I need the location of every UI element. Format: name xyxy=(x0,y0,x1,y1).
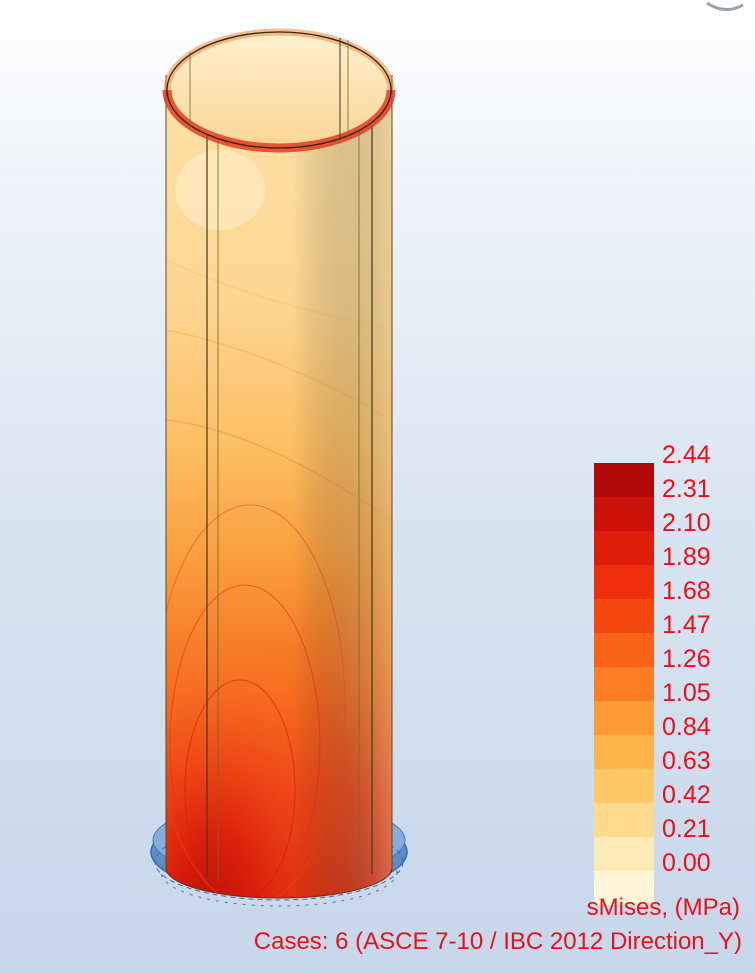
legend-value: 0.21 xyxy=(662,815,711,843)
legend-swatch xyxy=(594,837,654,871)
legend-swatch xyxy=(594,531,654,565)
load-case-label: Cases: 6 (ASCE 7-10 / IBC 2012 Direction… xyxy=(253,928,742,955)
legend-value: 2.10 xyxy=(662,509,711,537)
legend-value: 1.26 xyxy=(662,645,711,673)
legend-swatch xyxy=(594,667,654,701)
legend-value: 0.63 xyxy=(662,747,711,775)
legend-swatch xyxy=(594,599,654,633)
legend-value: 1.89 xyxy=(662,543,711,571)
legend-value: 0.00 xyxy=(662,849,711,877)
legend-value: 2.44 xyxy=(662,441,711,469)
legend-row: 1.05 xyxy=(594,679,754,735)
legend-swatch xyxy=(594,735,654,769)
legend-value: 2.31 xyxy=(662,475,711,503)
legend-swatch xyxy=(594,565,654,599)
legend-row: 2.31 xyxy=(594,475,754,531)
legend-value: 1.47 xyxy=(662,611,711,639)
legend-value: 0.42 xyxy=(662,781,711,809)
view-cube-fragment[interactable] xyxy=(705,0,745,12)
legend-value: 1.05 xyxy=(662,679,711,707)
legend-row: 0.21 xyxy=(594,815,754,871)
top-opening xyxy=(162,28,396,153)
legend-swatch xyxy=(594,633,654,667)
legend-row: 1.47 xyxy=(594,611,754,667)
legend-swatch xyxy=(594,871,654,905)
legend-row: 0.00 xyxy=(594,849,754,905)
legend-row: 2.44 xyxy=(594,441,754,497)
legend-row: 2.10 xyxy=(594,509,754,565)
legend-row: 1.26 xyxy=(594,645,754,701)
legend-swatch xyxy=(594,701,654,735)
cylinder-shell[interactable] xyxy=(150,60,410,905)
legend-value: 1.68 xyxy=(662,577,711,605)
legend-row: 0.84 xyxy=(594,713,754,769)
legend-row: 0.42 xyxy=(594,781,754,837)
legend-swatch xyxy=(594,769,654,803)
shell-bottom-edge xyxy=(165,867,393,899)
legend-row: 1.89 xyxy=(594,543,754,599)
legend-row: 0.63 xyxy=(594,747,754,803)
legend-swatch xyxy=(594,497,654,531)
legend-swatch xyxy=(594,463,654,497)
legend-row: 1.68 xyxy=(594,577,754,633)
legend-swatch xyxy=(594,803,654,837)
legend-title: sMises, (MPa) xyxy=(586,894,740,921)
legend-value: 0.84 xyxy=(662,713,711,741)
